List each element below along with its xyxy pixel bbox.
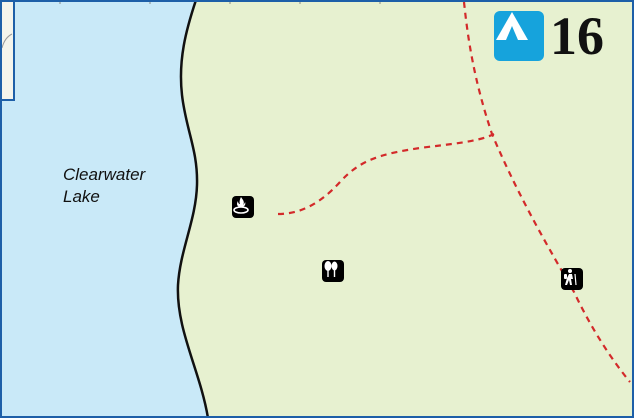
trail-to-fire-ring — [277, 133, 495, 216]
tent-icon — [494, 11, 544, 61]
lake-label-line-1: Clearwater — [63, 165, 146, 184]
lake-label: Clearwater Lake — [63, 164, 145, 208]
lake-water — [0, 0, 208, 418]
trees-icon — [322, 260, 344, 282]
hiker-icon — [561, 268, 583, 290]
adjacent-map-curve — [1, 33, 13, 49]
adjacent-map-inset — [0, 0, 15, 101]
campsite-badge: 16 — [494, 6, 604, 66]
campsite-number: 16 — [550, 6, 604, 66]
shoreline — [176, 0, 210, 418]
trail-main — [462, 1, 631, 383]
fire-ring-icon — [232, 196, 254, 218]
lake-label-line-2: Lake — [63, 187, 100, 206]
